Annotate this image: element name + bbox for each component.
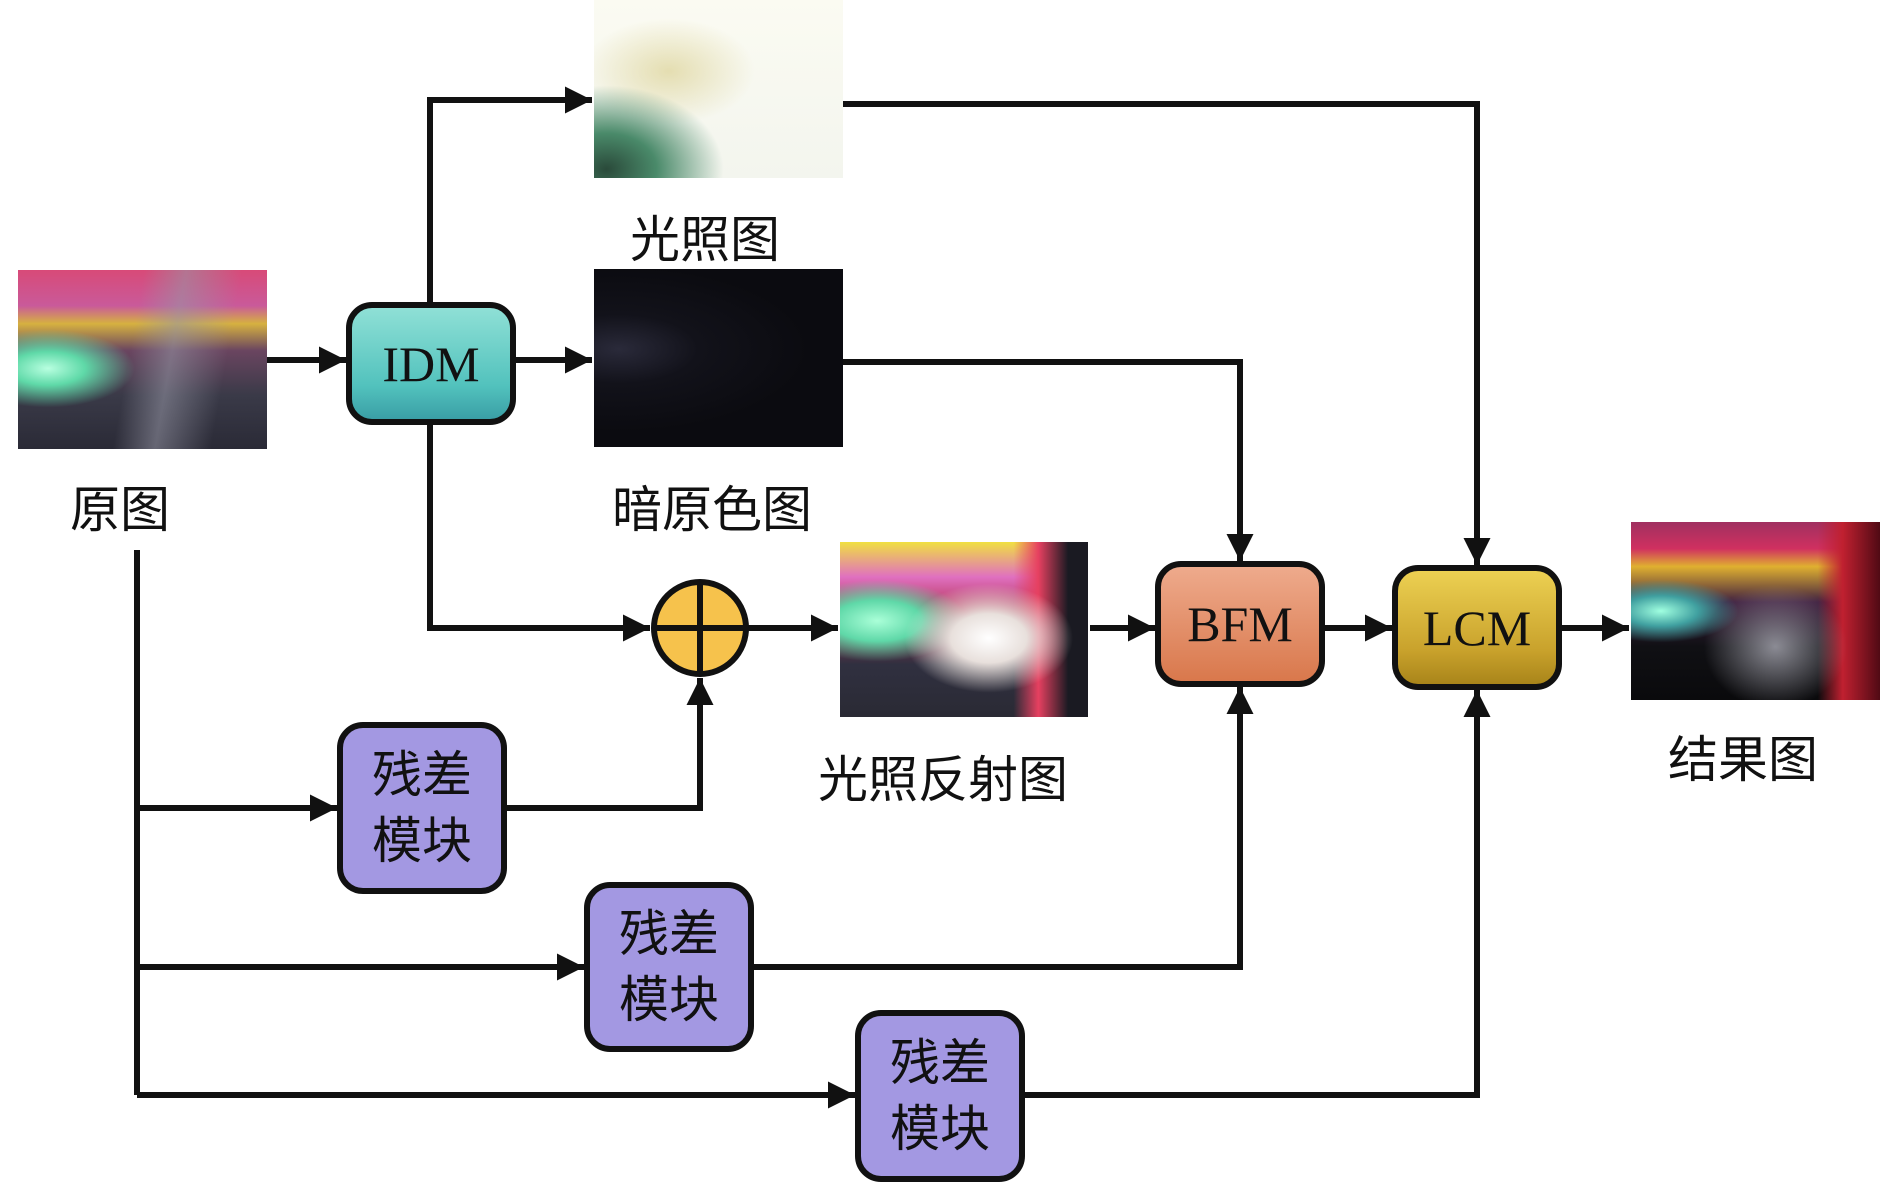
edge-res3-to-lcm — [1024, 690, 1491, 1098]
light-map-label: 光照图 — [630, 211, 780, 269]
sum-node — [651, 579, 749, 677]
edge-idm-to-light-map — [427, 86, 592, 303]
residual-module-1: 残差 模块 — [337, 722, 507, 894]
edge-light-to-lcm — [843, 101, 1491, 565]
illum-reflection-label: 光照反射图 — [818, 751, 1068, 809]
result-label: 结果图 — [1668, 731, 1818, 789]
residual-3-line1: 残差 — [890, 1034, 990, 1092]
bfm-label: BFM — [1187, 596, 1293, 652]
idm-module: IDM — [346, 302, 516, 425]
light-map-image — [594, 0, 843, 178]
residual-1-line2: 模块 — [372, 812, 472, 870]
edge-res2-to-bfm — [754, 687, 1254, 970]
illum-reflection-image — [840, 542, 1088, 717]
residual-2-line2: 模块 — [619, 971, 719, 1029]
original-image — [18, 270, 267, 449]
idm-label: IDM — [382, 335, 480, 392]
residual-2-line1: 残差 — [619, 905, 719, 963]
residual-module-2: 残差 模块 — [584, 882, 754, 1052]
residual-3-line2: 模块 — [890, 1100, 990, 1158]
dark-channel-image — [594, 269, 843, 447]
bfm-module: BFM — [1155, 561, 1325, 687]
residual-module-3: 残差 模块 — [855, 1010, 1025, 1182]
edge-dark-to-bfm — [843, 359, 1254, 561]
original-label: 原图 — [70, 481, 170, 539]
dark-channel-label: 暗原色图 — [612, 481, 812, 539]
edge-idm-to-sum — [427, 424, 650, 642]
residual-1-line1: 残差 — [372, 746, 472, 804]
lcm-module: LCM — [1392, 565, 1562, 690]
lcm-label: LCM — [1422, 599, 1532, 656]
edge-res1-to-sum — [506, 678, 714, 811]
result-image — [1631, 522, 1880, 700]
